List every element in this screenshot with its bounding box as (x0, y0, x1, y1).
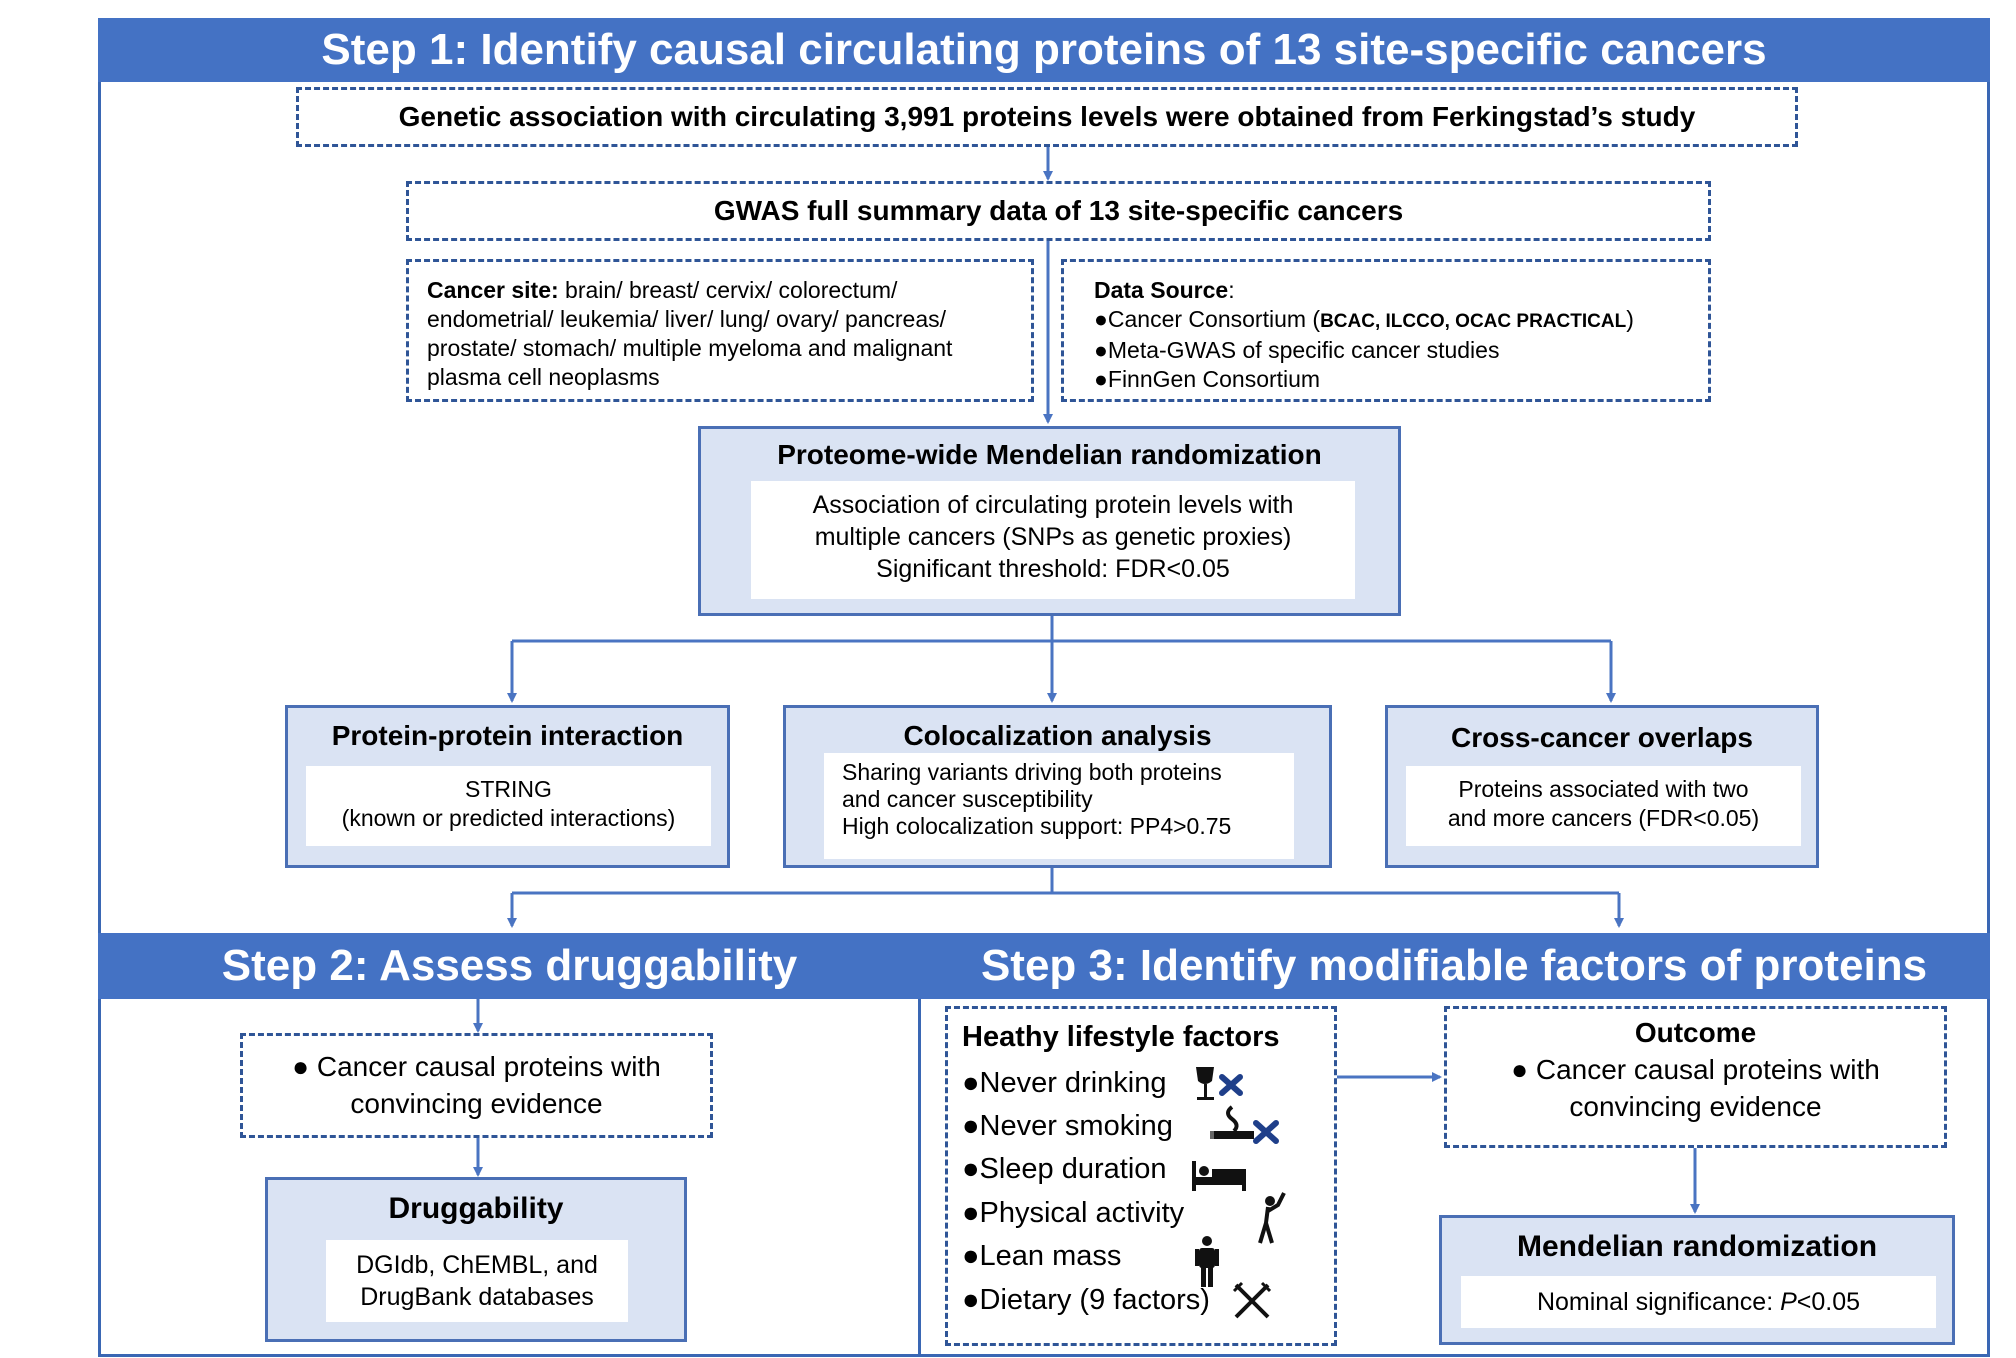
data-source-title: Data Source: (1094, 277, 1235, 303)
lifestyle-item-sleep: ●Sleep duration (962, 1153, 1167, 1185)
fork-knife-icon (1232, 1281, 1272, 1319)
lifestyle-title: Heathy lifestyle factors (962, 1021, 1280, 1053)
step1-banner: Step 1: Identify causal circulating prot… (98, 18, 1990, 82)
pwmr-inner: Association of circulating protein level… (751, 481, 1355, 599)
outcome-box: Outcome ● Cancer causal proteins with co… (1444, 1006, 1947, 1148)
colocalization-box: Colocalization analysis Sharing variants… (783, 705, 1332, 868)
pwmr-line-3: Significant threshold: FDR<0.05 (876, 555, 1230, 583)
mr-inner: Nominal significance: P<0.05 (1461, 1276, 1936, 1328)
mr-title: Mendelian randomization (1516, 1230, 1878, 1263)
coloc-line-1: Sharing variants driving both proteins (842, 759, 1222, 785)
step2-banner: Step 2: Assess druggability (98, 933, 921, 999)
ppi-title: Protein-protein interaction (331, 720, 684, 751)
genetic-association-text: Genetic association with circulating 3,9… (398, 101, 1696, 132)
colocalization-inner: Sharing variants driving both proteins a… (824, 753, 1294, 859)
gwas-text: GWAS full summary data of 13 site-specif… (713, 195, 1404, 226)
bed-icon (1192, 1161, 1246, 1191)
cross-cancer-box: Cross-cancer overlaps Proteins associate… (1385, 705, 1819, 868)
cancer-site-label: Cancer site: (427, 277, 559, 303)
mr-prefix: Nominal significance: (1536, 1288, 1781, 1316)
lifestyle-item-drinking: ●Never drinking (962, 1067, 1167, 1099)
ppi-box: Protein-protein interaction STRING (know… (285, 705, 730, 868)
outcome-title: Outcome (1634, 1017, 1757, 1048)
evidence-line-2: convincing evidence (350, 1088, 603, 1119)
cross-cancer-inner: Proteins associated with two and more ca… (1406, 766, 1801, 846)
no-smoking-icon (1210, 1105, 1279, 1144)
pwmr-box: Proteome-wide Mendelian randomization As… (698, 426, 1401, 616)
genetic-association-box: Genetic association with circulating 3,9… (296, 87, 1798, 147)
druggability-line-2: DrugBank databases (360, 1283, 594, 1311)
druggability-box: Druggability DGIdb, ChEMBL, and DrugBank… (265, 1177, 687, 1342)
mr-p-symbol: P (1780, 1288, 1797, 1316)
outcome-line-2: convincing evidence (1569, 1091, 1822, 1122)
data-source-box: Data Source: ●Cancer Consortium (BCAC, I… (1061, 259, 1711, 402)
ppi-line-2: (known or predicted interactions) (341, 805, 676, 831)
lifestyle-box: Heathy lifestyle factors ●Never drinking… (945, 1006, 1337, 1346)
golfer-icon (1258, 1192, 1286, 1244)
druggability-title: Druggability (388, 1192, 564, 1225)
outcome-line-1: ● Cancer causal proteins with (1511, 1054, 1880, 1085)
ppi-line-1: STRING (465, 776, 552, 802)
cancer-site-line-2: endometrial/ leukemia/ liver/ lung/ ovar… (427, 306, 947, 332)
lifestyle-item-lean-mass: ●Lean mass (962, 1240, 1122, 1272)
lifestyle-item-dietary: ●Dietary (9 factors) (962, 1284, 1210, 1316)
cancer-site-box: Cancer site: brain/ breast/ cervix/ colo… (406, 259, 1034, 402)
data-source-item-3: ●FinnGen Consortium (1094, 366, 1321, 392)
mr-suffix: <0.05 (1796, 1288, 1861, 1316)
colocalization-title: Colocalization analysis (903, 720, 1212, 751)
cross-cancer-title: Cross-cancer overlaps (1451, 722, 1753, 753)
mr-box: Mendelian randomization Nominal signific… (1439, 1215, 1955, 1345)
data-source-label: Data Source (1094, 277, 1229, 303)
cancer-site-line-4: plasma cell neoplasms (427, 364, 660, 390)
evidence-box: ● Cancer causal proteins with convincing… (240, 1033, 713, 1138)
ppi-inner: STRING (known or predicted interactions) (306, 766, 711, 846)
step3-banner: Step 3: Identify modifiable factors of p… (918, 933, 1990, 999)
person-icon (1195, 1236, 1219, 1287)
cancer-site-line-3: prostate/ stomach/ multiple myeloma and … (427, 335, 953, 361)
lifestyle-item-smoking: ●Never smoking (962, 1110, 1173, 1142)
pwmr-line-2: multiple cancers (SNPs as genetic proxie… (814, 523, 1292, 551)
coloc-line-3: High colocalization support: PP4>0.75 (842, 813, 1232, 839)
cancer-site-line-1: Cancer site: brain/ breast/ cervix/ colo… (427, 277, 898, 303)
no-drinking-icon (1196, 1067, 1243, 1100)
cross-line-2: and more cancers (FDR<0.05) (1447, 805, 1760, 831)
data-source-item-2: ●Meta-GWAS of specific cancer studies (1094, 337, 1500, 363)
druggability-inner: DGIdb, ChEMBL, and DrugBank databases (326, 1240, 628, 1322)
data-source-item-1: ●Cancer Consortium (BCAC, ILCCO, OCAC PR… (1094, 306, 1634, 332)
evidence-line-1: ● Cancer causal proteins with (292, 1051, 661, 1082)
coloc-line-2: and cancer susceptibility (842, 786, 1093, 812)
pwmr-line-1: Association of circulating protein level… (812, 491, 1294, 519)
gwas-box: GWAS full summary data of 13 site-specif… (406, 181, 1711, 241)
druggability-line-1: DGIdb, ChEMBL, and (356, 1251, 598, 1279)
pwmr-title: Proteome-wide Mendelian randomization (777, 439, 1322, 470)
lifestyle-item-activity: ●Physical activity (962, 1197, 1185, 1229)
cross-line-1: Proteins associated with two (1458, 776, 1749, 802)
